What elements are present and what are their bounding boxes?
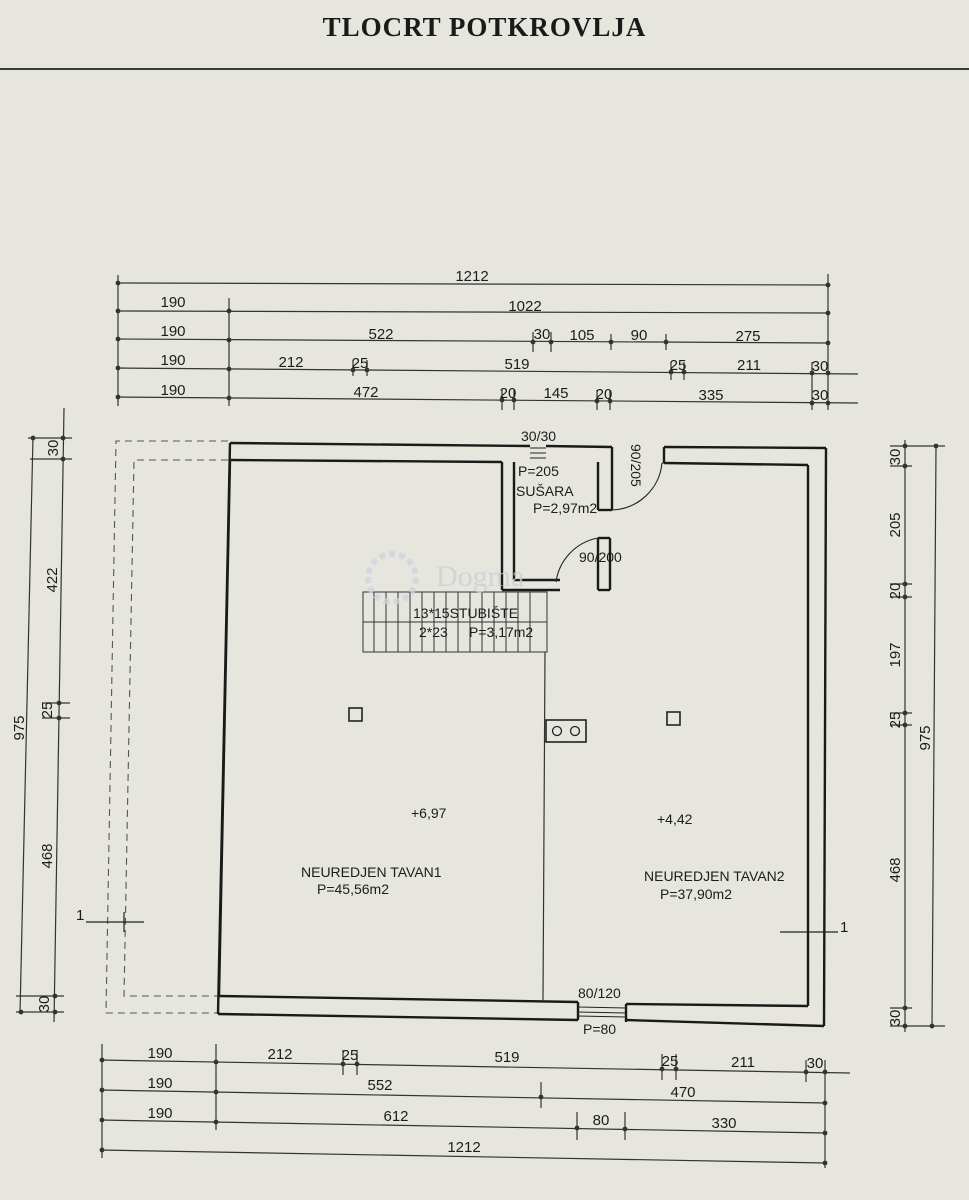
top-dim-r3-b: 522 <box>368 326 393 343</box>
right-dim-g: 30 <box>887 1010 904 1027</box>
watermark-logo: Dogma <box>365 551 524 605</box>
stairs-area: P=3,17m2 <box>469 624 533 640</box>
bottom-dim-r1-d: 519 <box>494 1049 519 1066</box>
bottom-dim-r1-c: 25 <box>342 1047 359 1064</box>
top-dim-r3-d: 105 <box>569 327 594 344</box>
tavan1-name: NEUREDJEN TAVAN1 <box>301 864 442 880</box>
top-dim-r5-b: 472 <box>353 384 378 401</box>
right-dim-f: 468 <box>887 857 904 882</box>
left-dimension-ticks <box>18 435 66 1015</box>
top-dim-r4-b: 212 <box>278 354 303 371</box>
top-dim-r4-g: 30 <box>812 358 829 375</box>
bottom-dim-r1-g: 30 <box>807 1055 824 1072</box>
roof-window-left-icon <box>348 707 363 722</box>
left-dim-c: 25 <box>39 702 56 719</box>
watermark-text: Dogma <box>436 560 524 593</box>
top-dim-r4-d: 519 <box>504 356 529 373</box>
bottom-dim-r1-f: 211 <box>731 1054 755 1071</box>
top-dimension-ticks <box>115 280 831 406</box>
left-dim-overall: 975 <box>11 715 28 740</box>
top-dim-r2-a: 190 <box>160 294 185 311</box>
bottom-dim-r3-d: 330 <box>711 1115 736 1132</box>
bottom-dimension-lines <box>99 1044 851 1168</box>
tavan2-name: NEUREDJEN TAVAN2 <box>644 868 785 884</box>
top-dim-r3-a: 190 <box>160 323 185 340</box>
stairs-line1: 13*15STUBIŠTE <box>413 605 518 621</box>
right-dim-b: 205 <box>887 512 904 537</box>
roof-window-right-icon <box>666 711 681 726</box>
top-dim-r4-c: 25 <box>352 355 369 372</box>
susara-name: SUŠARA <box>516 483 574 499</box>
top-dim-r5-g: 30 <box>812 387 829 404</box>
bottom-dim-r1-e: 25 <box>662 1053 679 1070</box>
top-dim-r4-f: 211 <box>737 357 761 374</box>
susara-parapet: P=205 <box>518 463 559 479</box>
drawing-title: TLOCRT POTKROVLJA <box>322 12 647 42</box>
bottom-dim-r2-b: 552 <box>367 1077 392 1094</box>
walls <box>216 441 828 1028</box>
top-dim-r5-a: 190 <box>160 382 185 399</box>
bottom-dimension-ticks <box>99 1057 828 1166</box>
partition-line <box>542 651 546 1001</box>
tavan2-level: +4,42 <box>657 811 693 827</box>
right-dim-d: 197 <box>887 642 904 667</box>
bottom-dim-r3-b: 612 <box>383 1108 408 1125</box>
stairs-line2: 2*23 <box>419 624 448 640</box>
door-right-label: 90/205 <box>628 444 644 487</box>
bottom-window <box>577 1006 627 1018</box>
top-dim-r2-b: 1022 <box>508 298 541 315</box>
tavan2-area: P=37,90m2 <box>660 886 732 902</box>
bottom-dim-r1-b: 212 <box>267 1046 292 1063</box>
top-dim-r5-f: 335 <box>698 387 723 404</box>
right-dim-c: 20 <box>887 583 904 600</box>
top-dim-r3-c: 30 <box>534 326 551 343</box>
top-dim-r5-d: 145 <box>543 385 568 402</box>
bottom-dim-r2-c: 470 <box>670 1084 695 1101</box>
top-dim-r5-c: 20 <box>500 385 517 402</box>
bottom-window-parapet: P=80 <box>583 1021 616 1037</box>
bottom-window-label: 80/120 <box>578 985 621 1001</box>
staircase <box>362 591 548 653</box>
bottom-dim-r2-a: 190 <box>147 1075 172 1092</box>
roof-eaves-outline <box>105 440 228 1014</box>
chimney <box>545 719 587 743</box>
left-dimension-lines <box>16 407 72 1023</box>
title-underline <box>0 68 969 70</box>
left-dim-b: 422 <box>44 567 61 592</box>
tavan1-level: +6,97 <box>411 805 447 821</box>
top-dim-r3-f: 275 <box>735 328 760 345</box>
section-mark-left: 1 <box>76 907 84 924</box>
right-dim-e: 25 <box>887 712 904 729</box>
tavan1-area: P=45,56m2 <box>317 881 389 897</box>
right-dim-a: 30 <box>887 449 904 466</box>
left-dim-e: 30 <box>36 996 53 1013</box>
door-swing-right <box>611 462 664 511</box>
bottom-dim-r3-a: 190 <box>147 1105 172 1122</box>
top-window-label: 30/30 <box>521 428 556 444</box>
bottom-dim-r3-c: 80 <box>593 1112 610 1129</box>
top-dim-r4-e: 25 <box>670 357 687 374</box>
right-dimension-lines <box>890 440 945 1032</box>
left-dim-d: 468 <box>39 843 56 868</box>
top-dim-overall: 1212 <box>455 268 488 285</box>
door-swing-susara <box>555 537 599 583</box>
section-mark-right: 1 <box>840 919 848 936</box>
section-line-marks <box>86 912 838 933</box>
bottom-dim-r1-a: 190 <box>147 1045 172 1062</box>
left-dim-a: 30 <box>45 440 62 457</box>
top-window <box>530 447 546 459</box>
top-dim-r5-e: 20 <box>596 386 613 403</box>
bottom-dim-overall: 1212 <box>447 1139 480 1156</box>
right-dim-overall: 975 <box>917 725 934 750</box>
right-dimension-ticks <box>902 443 939 1029</box>
top-dim-r3-e: 90 <box>631 327 648 344</box>
top-dim-r4-a: 190 <box>160 352 185 369</box>
susara-area: P=2,97m2 <box>533 500 597 516</box>
door-susara-label: 90/200 <box>579 549 622 565</box>
